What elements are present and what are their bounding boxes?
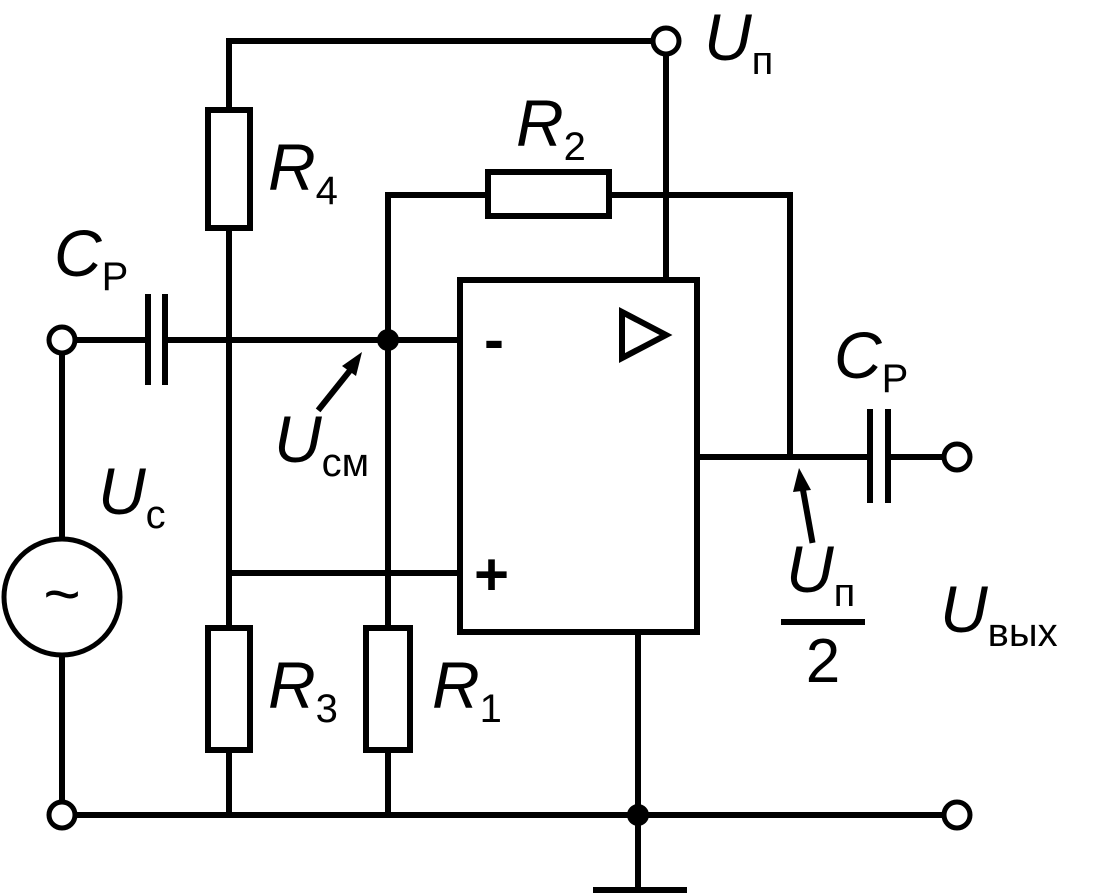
source-tilde-symbol: ~ (43, 558, 80, 630)
opamp-minus-label: - (484, 306, 504, 373)
resistor-r1 (363, 625, 413, 753)
wire-feedback-right (606, 192, 793, 460)
terminal-ground-left (46, 799, 78, 831)
terminal-input (46, 324, 78, 356)
signal-source-icon (1, 536, 123, 658)
arrow-ucm (315, 352, 362, 413)
label-cp-output: CР (834, 318, 908, 401)
label-supply-voltage: Uп (704, 0, 773, 83)
capacitor-output (867, 409, 891, 503)
label-r4: R4 (268, 130, 338, 213)
fraction-denominator: 2 (806, 627, 840, 696)
junction-ground-node (627, 804, 649, 826)
capacitor-input (145, 294, 168, 385)
wire-supply-rail (226, 38, 655, 113)
wire-feedback-left (385, 192, 491, 631)
terminal-ground-right (941, 799, 973, 831)
label-half-supply: Uп 2 (781, 532, 865, 696)
label-cp-input: CР (54, 216, 128, 299)
wires (59, 38, 946, 893)
label-r1: R1 (432, 648, 502, 731)
label-uc: Uс (98, 454, 166, 537)
terminal-output (941, 441, 973, 473)
svg-text:Uп: Uп (786, 532, 855, 615)
label-r3: R3 (268, 648, 338, 731)
label-r2: R2 (516, 86, 586, 169)
arrow-half-supply (793, 468, 816, 544)
terminal-supply (650, 25, 682, 57)
opamp-triangle-icon (619, 307, 673, 363)
label-uout: Uвых (940, 572, 1058, 655)
junction-minus-node (377, 329, 399, 351)
opamp-plus-label: + (474, 541, 509, 608)
resistor-r2 (485, 169, 612, 219)
resistor-r4 (205, 107, 253, 231)
label-ucm: Uсм (274, 402, 369, 485)
resistor-r3 (205, 625, 253, 753)
